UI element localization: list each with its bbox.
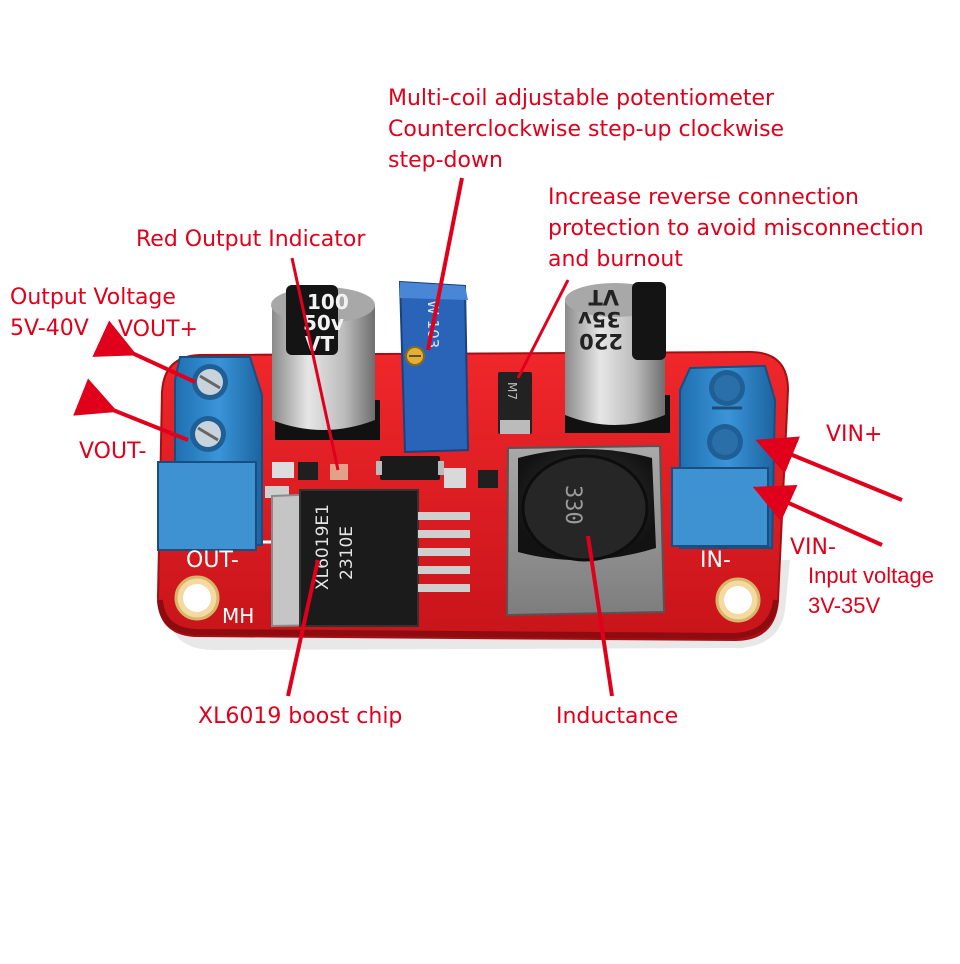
vin-plus-label: VIN+ [826,422,883,447]
red-indicator-callout: Red Output Indicator [136,227,366,252]
silk-out-label: OUT- [186,548,239,573]
svg-text:330: 330 [560,485,585,525]
inductor: 330 [505,444,666,617]
svg-text:VT: VT [588,285,619,309]
chip-callout: XL6019 boost chip [198,704,403,729]
smd-components [265,456,498,498]
reverse-protection-callout: Increase reverse connection protection t… [548,182,924,275]
vin-minus-label: VIN- [790,535,836,560]
xl6019-chip: XL6019E1 2310E [271,489,470,628]
potentiometer-callout: Multi-coil adjustable potentiometer Coun… [388,83,784,176]
svg-text:220: 220 [579,329,623,353]
silk-mh-label: MH [222,604,254,628]
output-voltage-line-2: 5V-40V [10,316,89,341]
input-voltage-line-1: Input voltage [808,563,934,588]
svg-text:2310E: 2310E [337,526,357,580]
input-voltage-callout: Input voltage 3V-35V [808,561,934,621]
silk-in-label: IN- [700,548,731,573]
output-voltage-line-1: Output Voltage [10,285,176,310]
potentiometer-callout-line-2: Counterclockwise step-up clockwise [388,117,785,142]
vout-minus-label: VOUT- [79,439,147,464]
potentiometer-callout-line-1: Multi-coil adjustable potentiometer [388,86,775,111]
capacitor-220uf: 220 35v VT [565,282,670,433]
potentiometer: W 103 [398,280,470,454]
input-voltage-line-2: 3V-35V [808,593,881,618]
inductance-callout: Inductance [556,704,679,729]
svg-text:50v: 50v [303,311,344,335]
reverse-protection-line-3: and burnout [548,247,683,272]
protection-diode: M7 [498,372,532,434]
reverse-protection-line-2: protection to avoid misconnection [548,216,924,241]
vout-plus-label: VOUT+ [118,317,198,342]
capacitor-100uf: 100 50v VT [271,285,380,440]
input-terminal-block [671,364,777,549]
potentiometer-callout-line-3: step-down [388,148,503,173]
svg-text:M7: M7 [505,382,519,400]
reverse-protection-line-1: Increase reverse connection [548,185,859,210]
svg-text:100: 100 [307,290,349,314]
output-voltage-callout: Output Voltage 5V-40V [10,282,176,344]
svg-text:35v: 35v [578,307,621,331]
annotation-pointers [73,177,903,697]
output-terminal-block [157,356,263,551]
